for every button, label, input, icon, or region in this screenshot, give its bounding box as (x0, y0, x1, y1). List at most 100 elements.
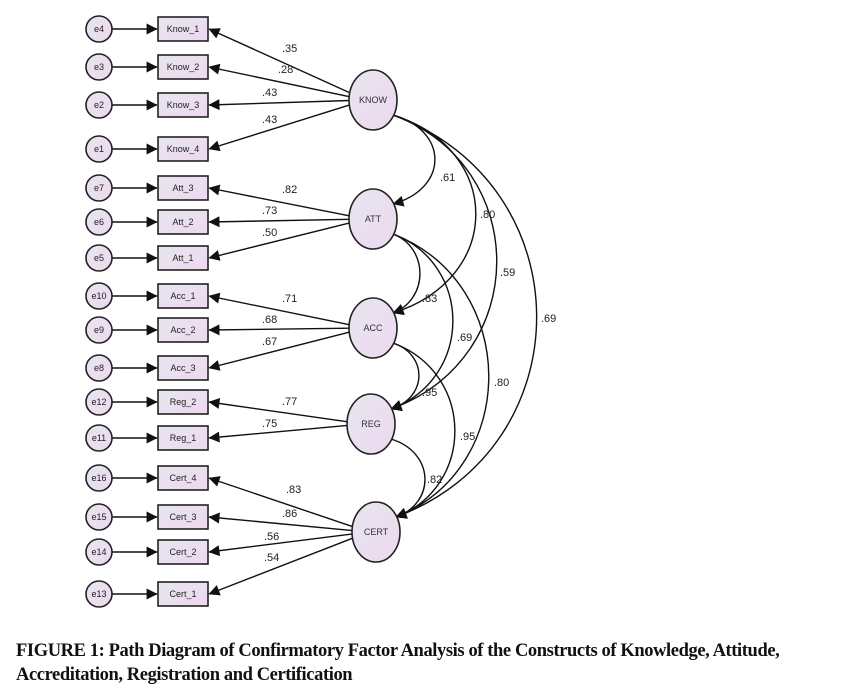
covariance-arc (381, 225, 490, 519)
indicator-box (157, 283, 209, 309)
latent-construct-att (348, 188, 398, 250)
indicator-box (157, 504, 209, 530)
covariance-value: .83 (422, 293, 437, 305)
error-label: e12 (91, 397, 106, 407)
error-term (85, 316, 113, 344)
indicator-box (157, 425, 209, 451)
loading-value: .68 (262, 314, 277, 326)
indicator-box (157, 54, 209, 80)
loading-value: .43 (262, 114, 277, 126)
indicator-label: Reg_1 (170, 433, 197, 443)
indicator-label: Know_1 (167, 24, 200, 34)
latent-label: CERT (364, 527, 389, 537)
covariance-arc (381, 225, 454, 411)
indicator-label: Cert_3 (169, 512, 196, 522)
covariance-value: .95 (422, 387, 437, 399)
error-term (85, 174, 113, 202)
covariance-arc (381, 334, 456, 519)
loading-value: .71 (282, 293, 297, 305)
error-label: e16 (91, 473, 106, 483)
error-label: e4 (94, 24, 104, 34)
indicator-box (157, 209, 209, 235)
indicator-label: Acc_1 (170, 291, 195, 301)
indicator-label: Cert_1 (169, 589, 196, 599)
loading-path (208, 28, 352, 95)
error-term (85, 135, 113, 163)
indicator-label: Reg_2 (170, 397, 197, 407)
indicator-label: Acc_2 (170, 325, 195, 335)
error-label: e7 (94, 183, 104, 193)
covariance-value: .82 (427, 474, 442, 486)
error-label: e13 (91, 589, 106, 599)
latent-construct-reg (346, 393, 396, 455)
loading-value: .75 (262, 418, 277, 430)
error-label: e15 (91, 512, 106, 522)
loading-path (208, 222, 351, 261)
error-label: e10 (91, 291, 106, 301)
covariance-arc (381, 106, 477, 316)
error-term (85, 15, 113, 43)
loading-value: .86 (282, 508, 297, 520)
error-term (85, 580, 113, 608)
error-label: e5 (94, 253, 104, 263)
latent-label: REG (361, 419, 381, 429)
error-term (85, 53, 113, 81)
error-term (85, 91, 113, 119)
loading-value: .56 (264, 531, 279, 543)
indicator-box (157, 389, 209, 415)
indicator-box (157, 92, 209, 118)
error-term (85, 464, 113, 492)
loading-path (208, 476, 354, 528)
error-term (85, 424, 113, 452)
indicator-label: Acc_3 (170, 363, 195, 373)
loading-value: .28 (278, 64, 293, 76)
covariance-value: .69 (457, 332, 472, 344)
latent-construct-cert (351, 501, 401, 563)
latent-label: ACC (363, 323, 383, 333)
error-label: e3 (94, 62, 104, 72)
error-term (85, 503, 113, 531)
loading-value: .73 (262, 205, 277, 217)
error-label: e6 (94, 217, 104, 227)
loading-path (208, 63, 351, 98)
error-term (85, 354, 113, 382)
covariance-arc (381, 106, 436, 207)
indicator-box (157, 581, 209, 607)
loading-path (208, 216, 350, 228)
indicator-box (157, 539, 209, 565)
loading-path (208, 324, 350, 336)
loading-path (208, 512, 353, 532)
covariance-arc (381, 106, 538, 519)
indicator-label: Att_3 (172, 183, 193, 193)
indicator-box (157, 355, 209, 381)
covariance-arc (381, 106, 498, 411)
latent-label: KNOW (359, 95, 388, 105)
indicator-label: Know_2 (167, 62, 200, 72)
error-label: e8 (94, 363, 104, 373)
latent-construct-know (348, 69, 398, 131)
loading-value: .77 (282, 396, 297, 408)
figure-caption: FIGURE 1: Path Diagram of Confirmatory F… (16, 641, 780, 685)
covariance-layer (379, 106, 538, 519)
loading-path (208, 292, 351, 326)
loading-path (208, 99, 350, 111)
covariance-value: .95 (460, 431, 475, 443)
indicator-label: Att_2 (172, 217, 193, 227)
indicator-box (157, 465, 209, 491)
latent-construct-acc (348, 297, 398, 359)
error-term (85, 208, 113, 236)
error-label: e2 (94, 100, 104, 110)
covariance-value: .61 (440, 172, 455, 184)
error-label: e1 (94, 144, 104, 154)
indicator-box (157, 136, 209, 162)
indicator-label: Know_3 (167, 100, 200, 110)
loading-path (208, 104, 351, 152)
loading-layer (112, 23, 355, 600)
error-term (85, 244, 113, 272)
indicator-label: Cert_2 (169, 547, 196, 557)
error-label: e11 (92, 433, 106, 443)
loading-path (208, 184, 351, 217)
covariance-arc (379, 430, 426, 519)
covariance-value: .80 (480, 209, 495, 221)
